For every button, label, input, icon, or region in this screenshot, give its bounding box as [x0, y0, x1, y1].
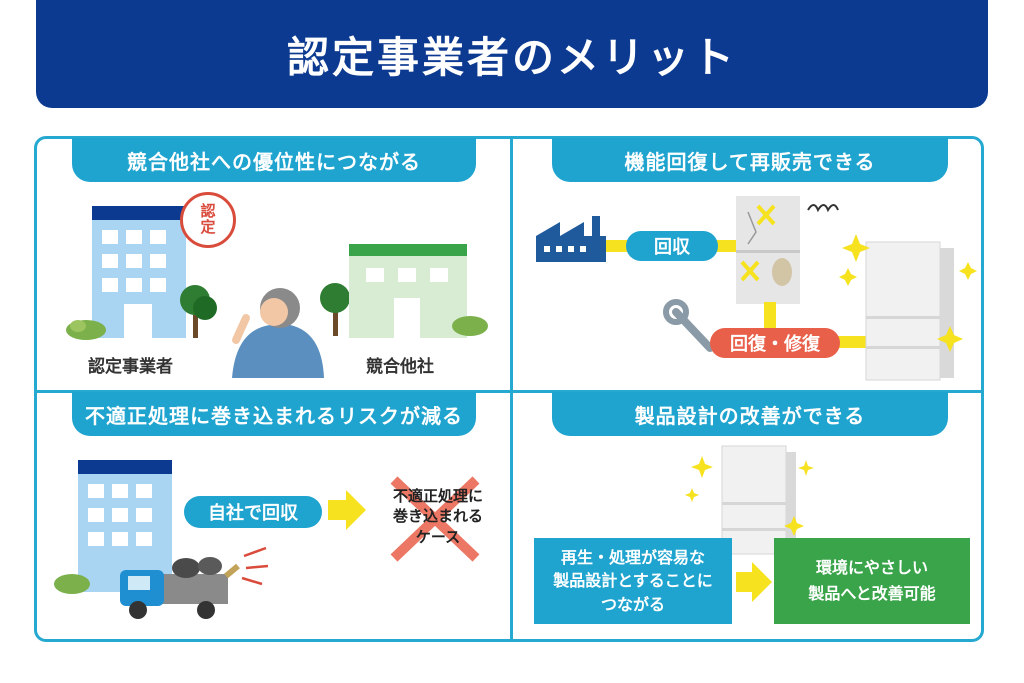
bush-icon [54, 574, 90, 594]
pill-repair: 回復・修復 [710, 328, 840, 358]
truck-icon [120, 546, 269, 619]
quadrant-title-resale: 機能回復して再販売できる [552, 138, 948, 182]
horizontal-divider [36, 390, 982, 393]
broken-fridge-illustration [736, 196, 839, 304]
page-title: 認定事業者のメリット [286, 32, 737, 82]
bush-icon [66, 320, 106, 340]
factory-icon [536, 216, 606, 262]
merits-frame [34, 136, 984, 642]
quadrant-title-competitive: 競合他社への優位性につながる [72, 138, 476, 182]
crossed-case-text: 不適正処理に 巻き込まれる ケース [392, 487, 483, 546]
wrench-icon [663, 299, 714, 352]
bush-icon [452, 316, 488, 336]
pill-self-collect: 自社で回収 [184, 496, 322, 528]
label-certified: 認定事業者 [88, 357, 173, 377]
certified-building-illustration [92, 206, 186, 338]
label-competitor: 競合他社 [366, 357, 434, 377]
cross-mark-icon [390, 476, 480, 562]
sparkle-icon [839, 234, 977, 352]
header-banner: 認定事業者のメリット [36, 0, 988, 108]
tree-icon [180, 285, 217, 338]
quadrant-title-design: 製品設計の改善ができる [552, 392, 948, 436]
arrow-icon [328, 490, 366, 530]
sparkle-icon [685, 456, 814, 536]
tree-icon [320, 283, 350, 336]
arrow-icon [736, 562, 772, 602]
eco-product-box: 環境にやさしい 製品へと改善可能 [774, 538, 970, 624]
design-easy-recycle-box: 再生・処理が容易な 製品設計とすることに つながる [534, 538, 732, 624]
quadrant-title-risk: 不適正処理に巻き込まれるリスクが減る [72, 392, 476, 436]
person-pointing-icon [232, 288, 324, 378]
fridge-illustration [721, 445, 796, 555]
repaired-fridge-illustration [865, 241, 954, 381]
certified-stamp: 認 定 [180, 192, 236, 248]
competitor-building-illustration [349, 244, 467, 338]
vertical-divider [510, 138, 513, 640]
pill-collect: 回収 [626, 231, 718, 261]
